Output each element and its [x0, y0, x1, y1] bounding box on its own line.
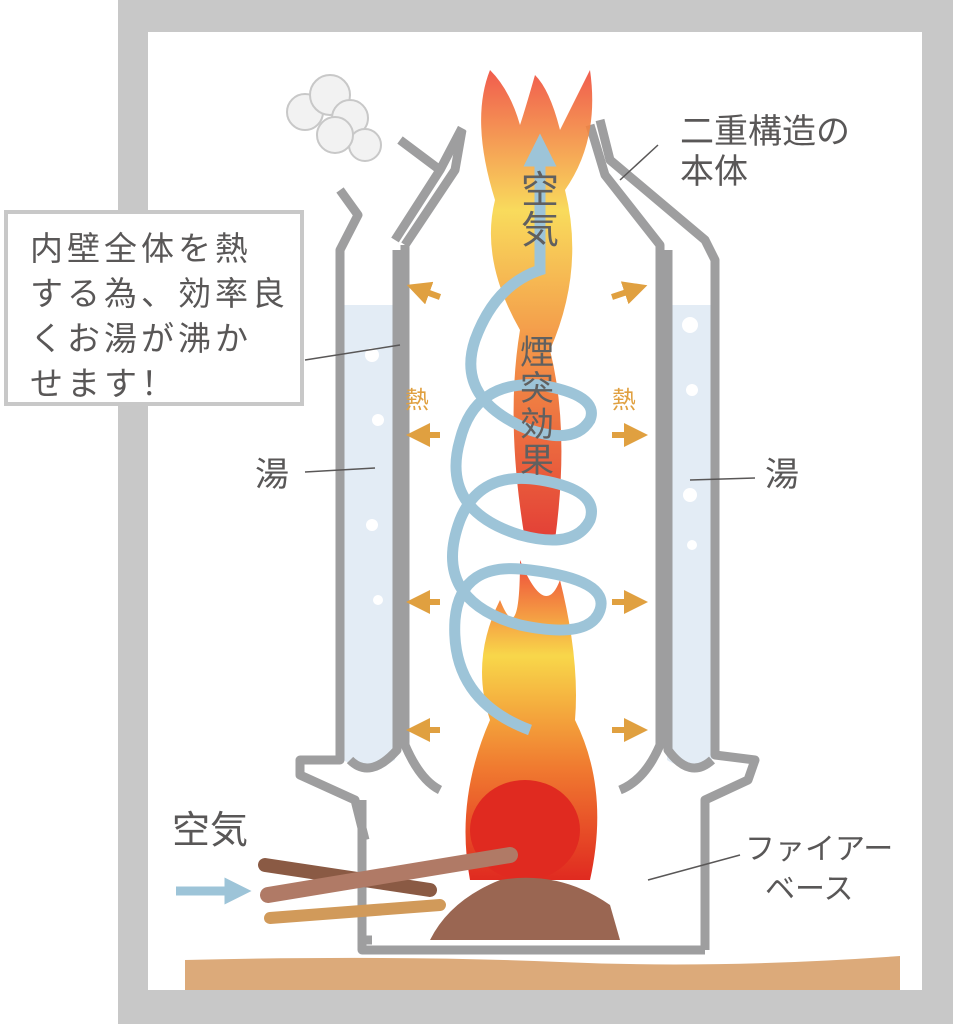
- water-left: [343, 305, 395, 768]
- label-line: ファイアー: [745, 832, 894, 867]
- heat-arrows: [406, 281, 648, 742]
- air-spiral: [447, 133, 607, 736]
- label-hot-water-right: 湯: [765, 455, 799, 495]
- label-line: 二重構造の: [680, 112, 850, 152]
- steam-cloud-icon: [286, 74, 382, 162]
- callout-line: する為、効率良: [30, 274, 289, 313]
- bubbles: [365, 317, 698, 605]
- label-chimney-effect: 煙突効果: [520, 333, 554, 481]
- label-double-structure: 二重構造の 本体: [680, 112, 850, 192]
- water-right: [667, 305, 712, 768]
- callout-line: せます！: [30, 364, 178, 403]
- label-air-bottom: 空気: [172, 808, 249, 852]
- callout-line: くお湯が沸か: [30, 319, 252, 358]
- label-heat-left: 熱: [405, 386, 429, 414]
- ground: [185, 956, 900, 990]
- flame-top: [481, 70, 593, 540]
- leader-lines: [304, 144, 756, 881]
- kettle-body: [295, 118, 760, 955]
- label-air-top: 空気: [520, 168, 559, 252]
- label-line: 本体: [680, 152, 748, 192]
- firewood: [258, 847, 620, 940]
- label-hot-water-left: 湯: [255, 455, 289, 495]
- callout-line: 内壁全体を熱: [30, 229, 252, 268]
- label-fire-base: ファイアー ベース: [745, 830, 893, 910]
- label-heat-right: 熱: [612, 386, 636, 414]
- callout-box: 内壁全体を熱 する為、効率良 くお湯が沸か せます！: [4, 210, 304, 406]
- label-line: ベース: [765, 872, 854, 907]
